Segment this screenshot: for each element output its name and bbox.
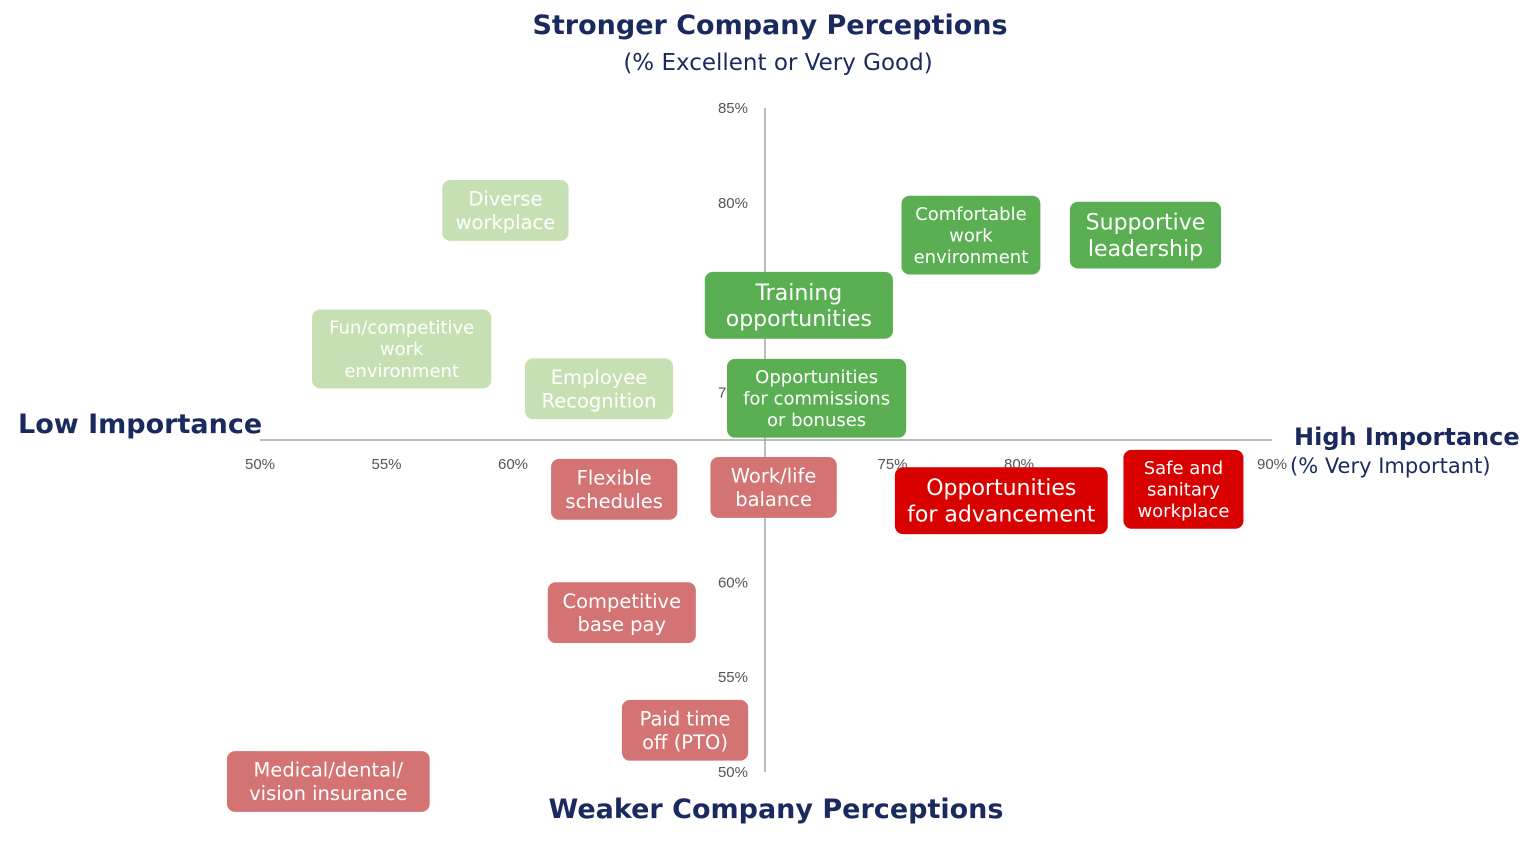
data-box-label: Medical/dental/vision insurance [249,759,407,805]
data-box-rect [901,195,1041,275]
data-box-rect [727,358,907,438]
data-box-rect [1069,201,1222,269]
left-axis-title: Low Importance [18,409,263,440]
data-box-rect [710,457,837,518]
data-box-rect [551,458,678,520]
data-box-rect [894,467,1108,535]
x-tick-label: 60% [498,456,528,473]
y-tick-label: 55% [718,669,748,686]
x-tick-label: 50% [245,456,275,473]
y-tick-label: 80% [718,195,748,212]
top-axis-title: Stronger Company Perceptions [532,10,1008,41]
right-axis-title: High Importance [1294,423,1520,451]
data-box-rect [312,309,492,389]
data-box-rect [1123,449,1244,529]
data-box-rect [226,751,430,812]
data-box-rect [704,271,893,339]
x-tick-label: 55% [371,456,401,473]
data-box-rect [621,699,749,761]
data-box-rect [547,582,696,644]
y-tick-label: 60% [718,574,748,591]
y-tick-label: 85% [718,100,748,117]
x-tick-label: 90% [1257,456,1287,473]
data-box: Medical/dental/vision insurance [226,751,430,812]
data-box-rect [524,358,674,420]
right-axis-subtitle: (% Very Important) [1290,454,1491,478]
y-tick-label: 50% [718,764,748,781]
bottom-axis-title: Weaker Company Perceptions [548,794,1004,825]
top-axis-subtitle: (% Excellent or Very Good) [623,50,933,76]
data-box-rect [442,180,569,241]
